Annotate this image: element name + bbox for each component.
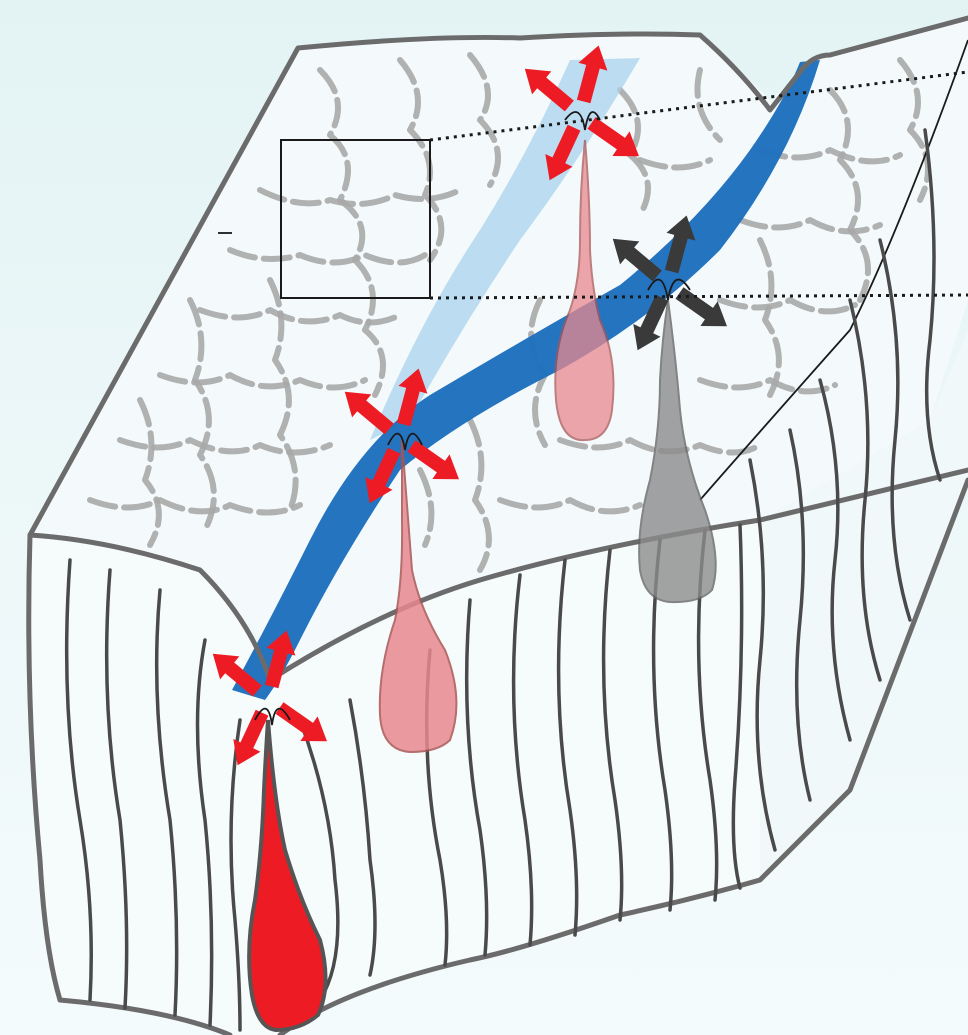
- tissue-block-diagram: [0, 0, 968, 1035]
- diagram-canvas: [0, 0, 968, 1035]
